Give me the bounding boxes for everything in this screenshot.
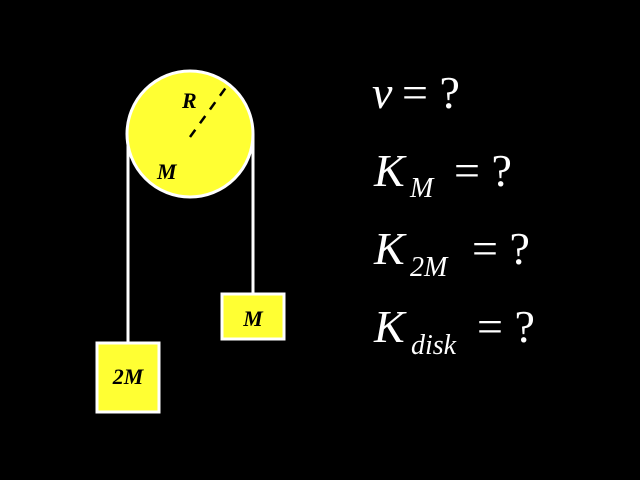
equation-k-m: K M = ? (373, 145, 512, 204)
block-2m (95, 341, 161, 414)
equation-k-m-symbol: K (373, 145, 407, 196)
block-2m-label: 2M (112, 364, 145, 389)
equation-k-disk-subscript: disk (411, 330, 457, 361)
svg-text:K: K (373, 145, 407, 196)
equation-k-2m-rhs: = ? (472, 223, 530, 274)
pulley-disk (125, 69, 255, 199)
svg-text:v = ?: v = ? (372, 67, 460, 118)
equation-velocity-symbol: v (372, 67, 393, 118)
equation-k-2m-symbol: K (373, 223, 407, 274)
pulley-mass-label: M (156, 159, 178, 184)
pulley-radius-label: R (181, 88, 197, 113)
equation-k-disk-symbol: K (373, 301, 407, 352)
svg-text:K: K (373, 223, 407, 274)
block-m (220, 292, 286, 341)
equation-k-m-subscript: M (409, 173, 435, 204)
equation-k-2m-subscript: 2M (410, 252, 449, 283)
equation-k-2m: K 2M = ? (373, 223, 530, 283)
pulley-radius-line (188, 85, 229, 138)
equation-velocity-rhs: = ? (402, 67, 460, 118)
svg-text:K: K (373, 301, 407, 352)
equation-velocity: v = ? (372, 67, 460, 118)
equation-k-disk-rhs: = ? (477, 301, 535, 352)
equation-k-m-rhs: = ? (454, 145, 512, 196)
block-m-label: M (242, 306, 264, 331)
equation-k-disk: K disk = ? (373, 301, 535, 361)
